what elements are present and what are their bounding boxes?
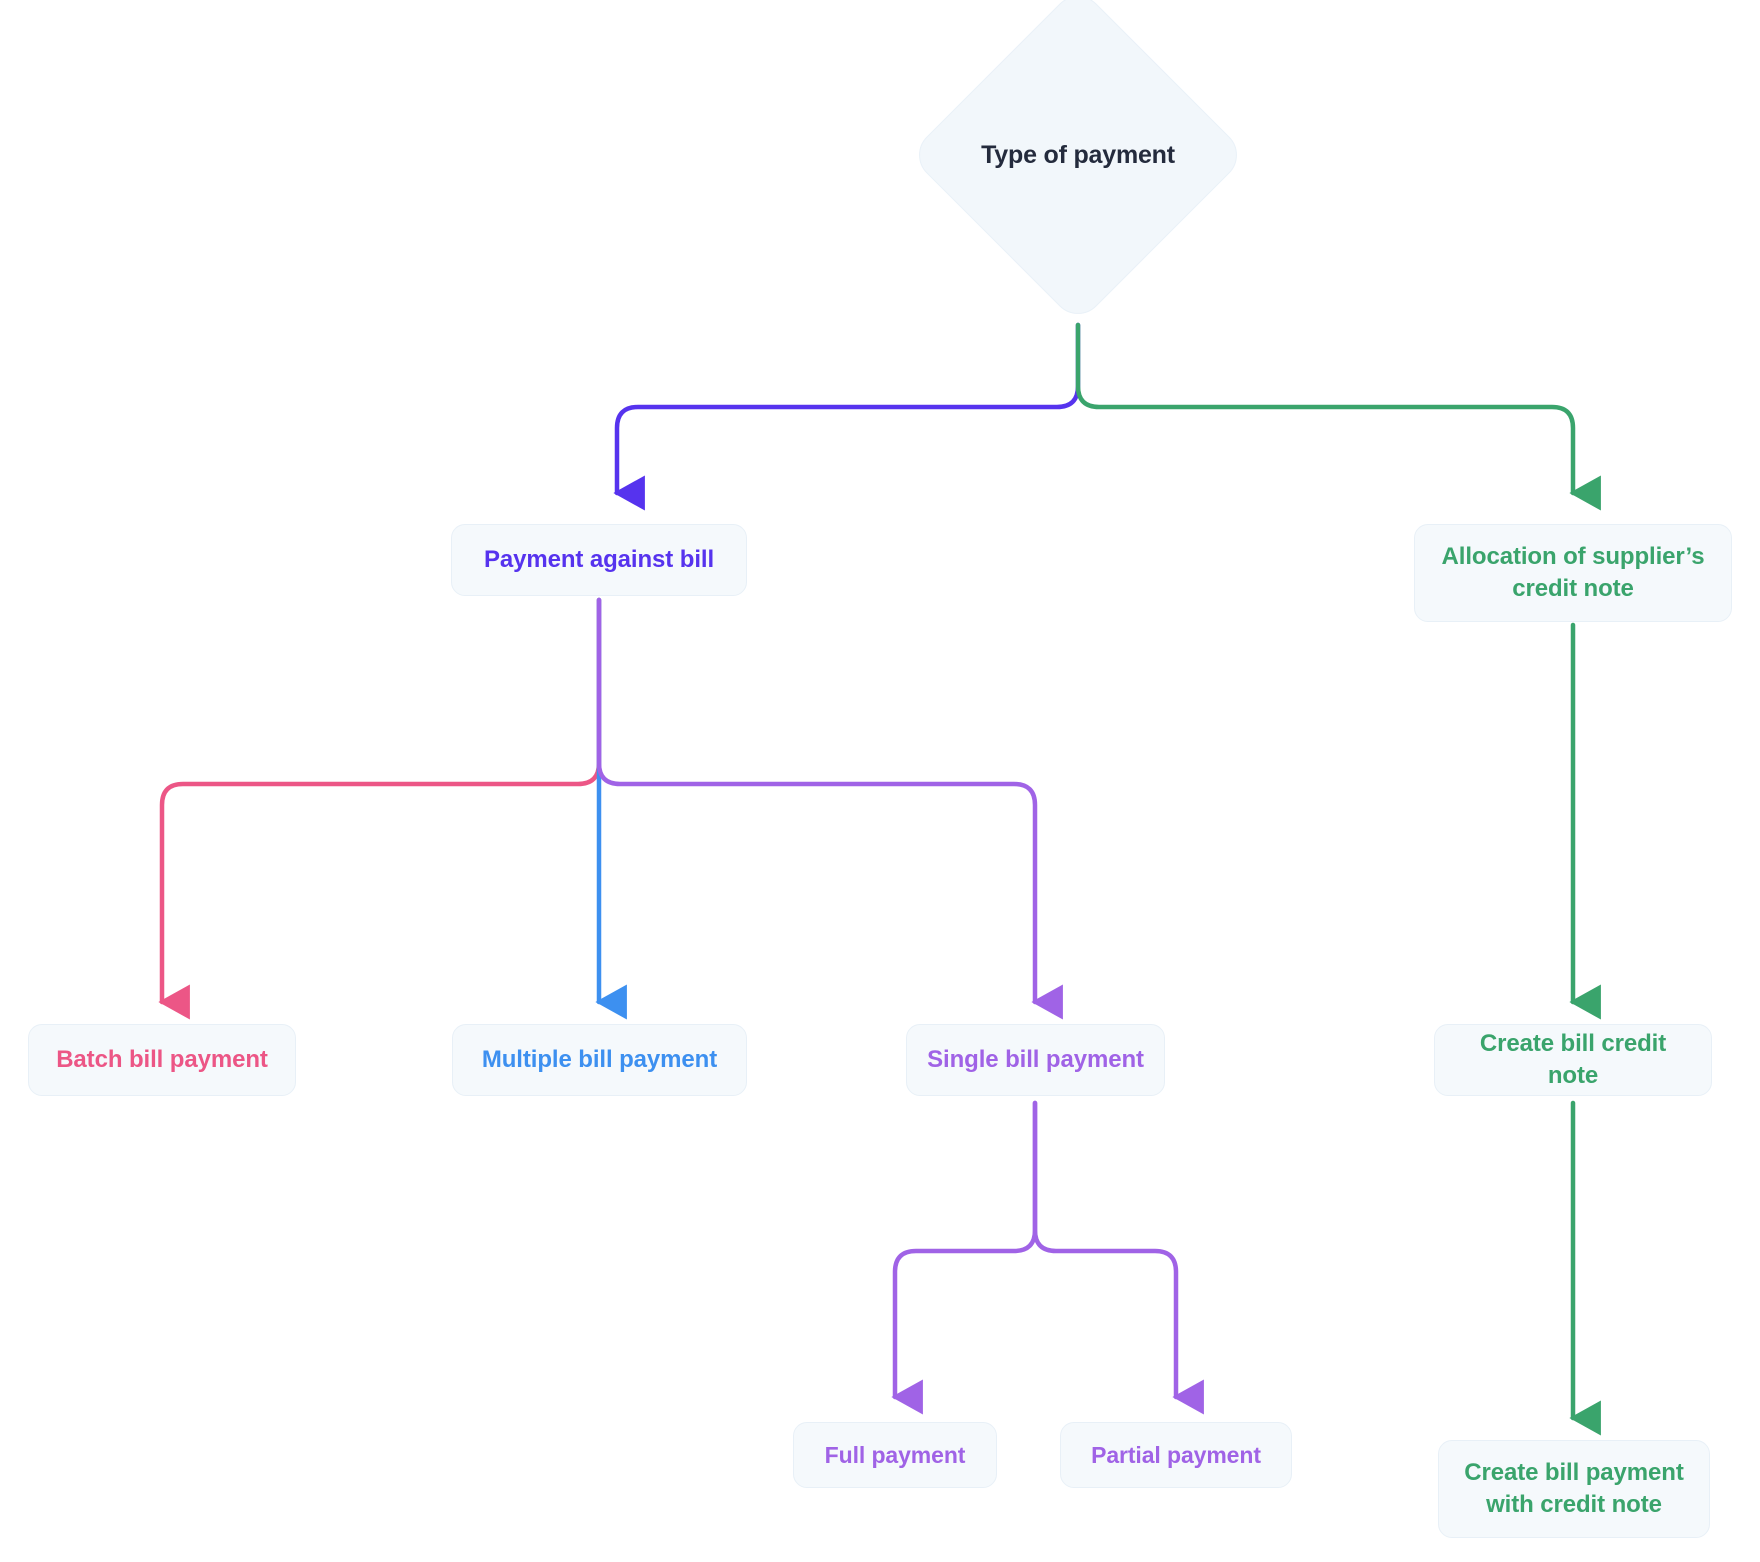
node-start-label: Type of payment (981, 140, 1175, 169)
node-create-bill-payment-with-credit-note-label: Create bill payment with credit note (1464, 1459, 1684, 1518)
node-batch-bill-payment-label: Batch bill payment (56, 1046, 268, 1074)
node-single-bill-payment[interactable]: Single bill payment (906, 1024, 1165, 1096)
node-partial-payment[interactable]: Partial payment (1060, 1422, 1292, 1488)
edge-start-to-against (613, 322, 1081, 511)
node-create-bill-payment-with-credit-note[interactable]: Create bill payment with credit note (1438, 1440, 1710, 1538)
node-full-payment[interactable]: Full payment (793, 1422, 997, 1488)
edge-against-to-single (596, 597, 1063, 1020)
node-single-bill-payment-label: Single bill payment (927, 1046, 1144, 1074)
node-batch-bill-payment[interactable]: Batch bill payment (28, 1024, 296, 1096)
edge-single-to-partial (1032, 1100, 1204, 1415)
node-payment-against-bill-label: Payment against bill (483, 546, 715, 574)
node-create-bill-credit-note-label: Create bill credit note (1479, 1030, 1667, 1089)
edge-against-to-batch (158, 597, 602, 1020)
node-multiple-bill-payment[interactable]: Multiple bill payment (452, 1024, 747, 1096)
node-partial-payment-label: Partial payment (1091, 1441, 1261, 1468)
node-payment-against-bill[interactable]: Payment against bill (451, 524, 747, 596)
edge-start-to-alloc (1075, 322, 1601, 511)
node-multiple-bill-payment-label: Multiple bill payment (481, 1046, 718, 1074)
node-full-payment-label: Full payment (824, 1441, 966, 1468)
edge-single-to-full (891, 1100, 1038, 1415)
node-allocation-supplier-credit-note[interactable]: Allocation of supplier’s credit note (1414, 524, 1732, 622)
node-create-bill-credit-note[interactable]: Create bill credit note (1434, 1024, 1712, 1096)
node-allocation-supplier-credit-note-label: Allocation of supplier’s credit note (1441, 543, 1705, 602)
